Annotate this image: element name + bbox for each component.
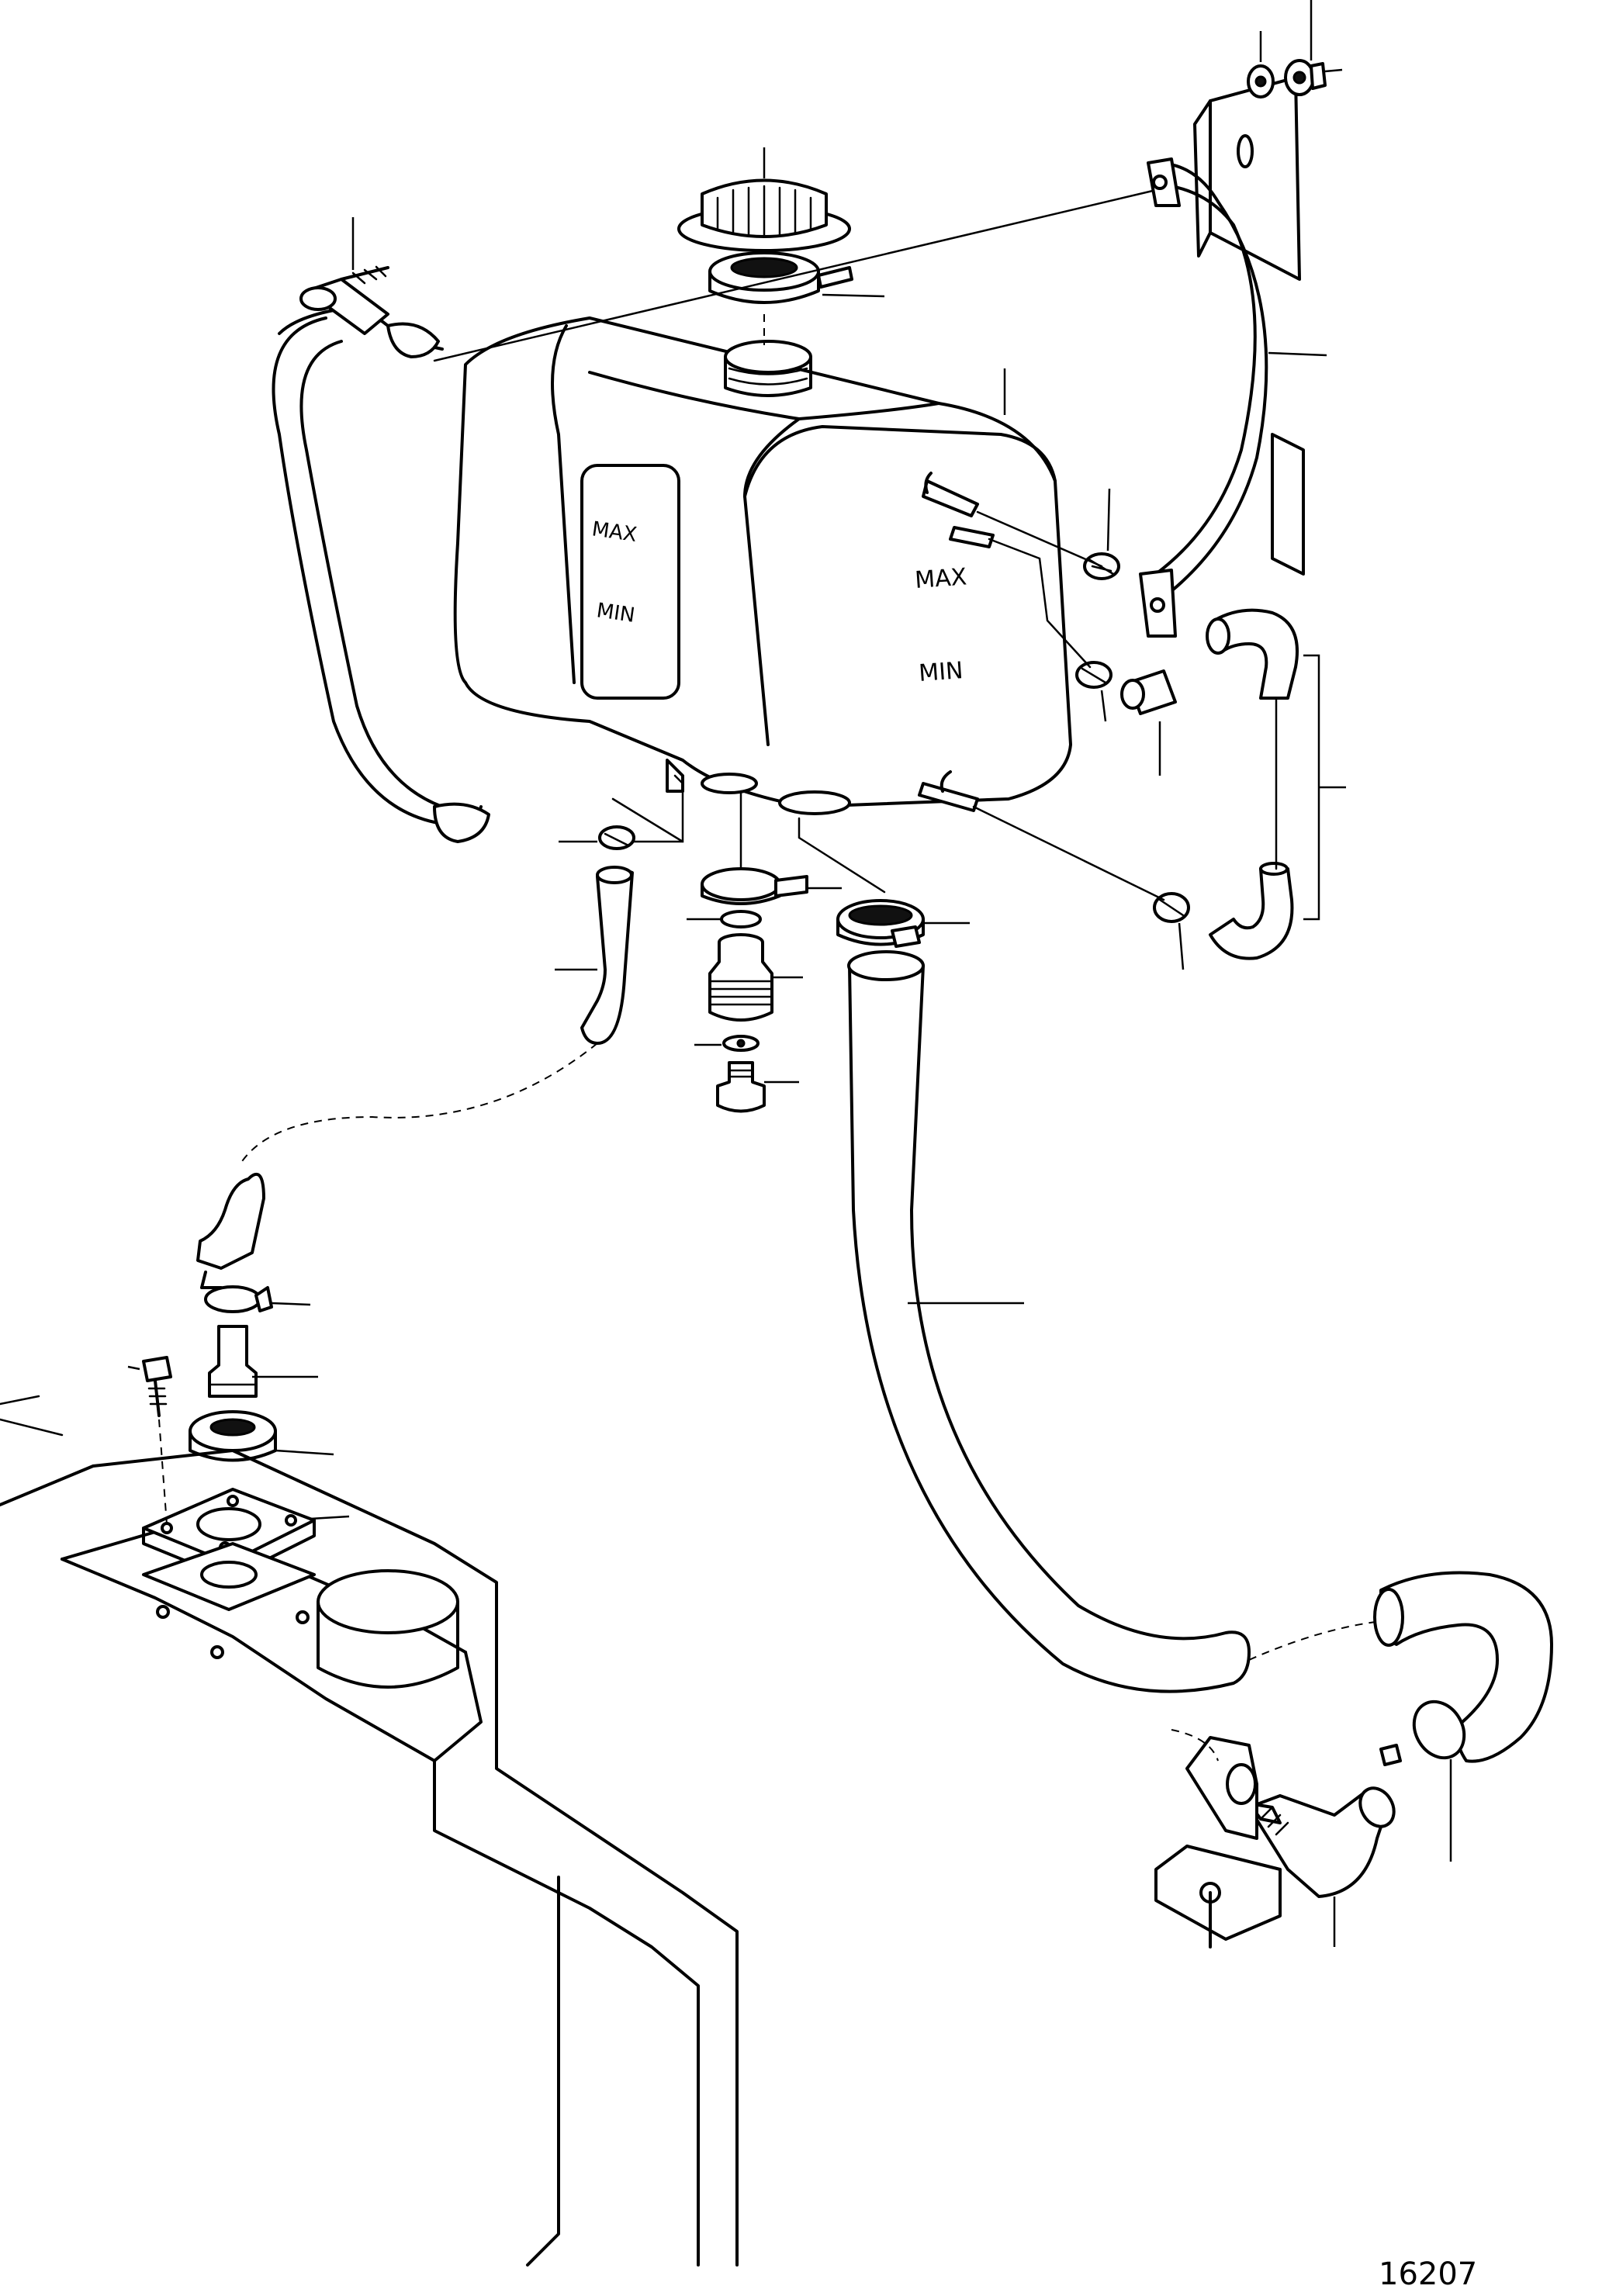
nipple-to-middle-clamp <box>988 538 1092 669</box>
strap-alignment-line <box>433 188 1157 362</box>
small-hose-clamp <box>559 825 635 850</box>
small-hose-routing <box>240 1043 598 1164</box>
drain-o-ring <box>687 910 762 928</box>
adapter-gasket <box>142 1542 316 1611</box>
filler-cap <box>677 147 851 252</box>
lower-small-hose <box>196 1173 265 1289</box>
drain-valve <box>708 933 803 1022</box>
engine-block <box>0 1395 739 2267</box>
adapter-nut <box>189 1410 334 1462</box>
elbow-hose <box>1373 1571 1553 1763</box>
lower-hose-clip <box>204 1285 311 1313</box>
figure-number: 16207 <box>1379 2256 1477 2292</box>
drain-plug <box>716 1061 799 1113</box>
large-hose <box>847 950 1251 1693</box>
bent-hose-bracket <box>1303 654 1346 921</box>
flange-bolt <box>127 1356 172 1525</box>
front-max-marking: MAX <box>914 563 967 594</box>
filler-neck-ring <box>708 251 885 304</box>
drain-washer <box>694 1035 760 1052</box>
elbow-hose-clamp <box>1379 1700 1466 1862</box>
hose-nipple <box>208 1325 318 1398</box>
expansion-tank <box>453 316 1072 815</box>
upper-hose-clamp <box>1083 488 1120 580</box>
hose-stub <box>1120 669 1177 776</box>
bent-hose-lower <box>1209 862 1294 960</box>
clamp-screw <box>299 217 389 335</box>
small-hose-path <box>611 774 684 843</box>
large-hose-line <box>798 817 886 894</box>
lower-hose-clamp <box>1153 892 1190 970</box>
tank-markings: MAX MIN MAX MIN <box>590 517 967 687</box>
bracket-washers <box>1247 0 1343 99</box>
large-hose-clamp <box>836 899 970 948</box>
lower-nipple-line <box>972 805 1165 901</box>
left-mounting-strap <box>272 308 490 843</box>
small-hose <box>555 866 634 1045</box>
front-min-marking: MIN <box>918 657 964 687</box>
drain-clamp <box>701 867 842 905</box>
right-mounting-bracket <box>1139 76 1327 638</box>
large-hose-routing <box>1248 1620 1382 1661</box>
side-min-marking: MIN <box>595 599 636 628</box>
adapter-flange <box>142 1488 350 1580</box>
elbow-fitting <box>1247 1786 1396 1947</box>
nipple-to-clamp-line <box>976 510 1103 568</box>
pump-housing <box>1154 1729 1282 1948</box>
bent-hose-upper <box>1206 608 1299 700</box>
middle-hose-clamp <box>1075 661 1113 722</box>
